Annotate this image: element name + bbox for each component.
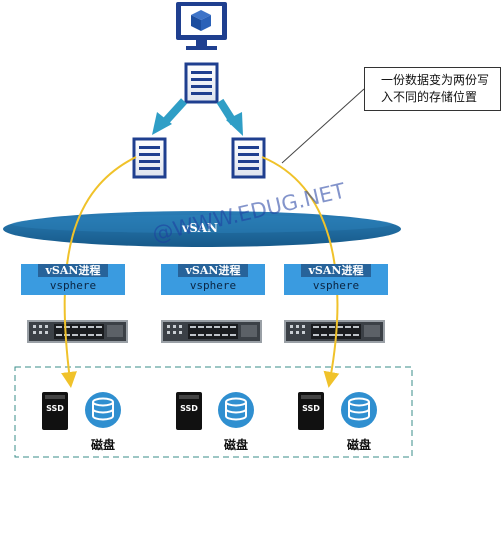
disk-label: 磁盘 [346, 438, 371, 452]
database-icon [85, 392, 121, 428]
vsan-label: vSAN [182, 221, 218, 235]
node-box: vSAN进程 vsphere [161, 264, 265, 295]
ssd-icon [298, 392, 324, 430]
ssd-icon [176, 392, 202, 430]
server-icon [27, 320, 128, 343]
arrow-left-icon [152, 98, 187, 135]
ssd-label: SSD [46, 404, 64, 413]
storage-group [14, 366, 413, 458]
ssd-label: SSD [302, 404, 320, 413]
document-copy-right-icon [231, 137, 266, 179]
callout-line-1: 一份数据变为两份写 [381, 73, 490, 87]
ssd-label-wrap: SSD [176, 392, 202, 430]
document-copy-left-icon [132, 137, 167, 179]
node-box: vSAN进程 vsphere [21, 264, 125, 295]
arrow-right-icon [216, 98, 243, 136]
node-host-label: vsphere [189, 279, 237, 292]
ssd-label: SSD [180, 404, 198, 413]
node-process-label: vSAN进程 [301, 264, 371, 277]
node-process-label: vSAN进程 [38, 264, 108, 277]
document-icon [184, 62, 219, 104]
server-icon [284, 320, 385, 343]
node-process-label: vSAN进程 [178, 264, 248, 277]
disk-label: 磁盘 [223, 438, 248, 452]
node-host-label: vsphere [49, 279, 97, 292]
node-box: vSAN进程 vsphere [284, 264, 388, 295]
callout-leader [281, 88, 365, 164]
ssd-label-wrap: SSD [42, 392, 68, 430]
callout-line-2: 入不同的存储位置 [381, 90, 478, 104]
cube-icon [191, 10, 211, 31]
ssd-label-wrap: SSD [298, 392, 324, 430]
database-icon [218, 392, 254, 428]
replication-path-right [261, 156, 340, 388]
replication-path-left [61, 156, 137, 388]
database-icon [341, 392, 377, 428]
vsan-bar [3, 211, 401, 247]
callout-box: 一份数据变为两份写 入不同的存储位置 [364, 67, 501, 111]
node-host-label: vsphere [312, 279, 360, 292]
disk-label: 磁盘 [90, 438, 115, 452]
server-icon [161, 320, 262, 343]
ssd-icon [42, 392, 68, 430]
